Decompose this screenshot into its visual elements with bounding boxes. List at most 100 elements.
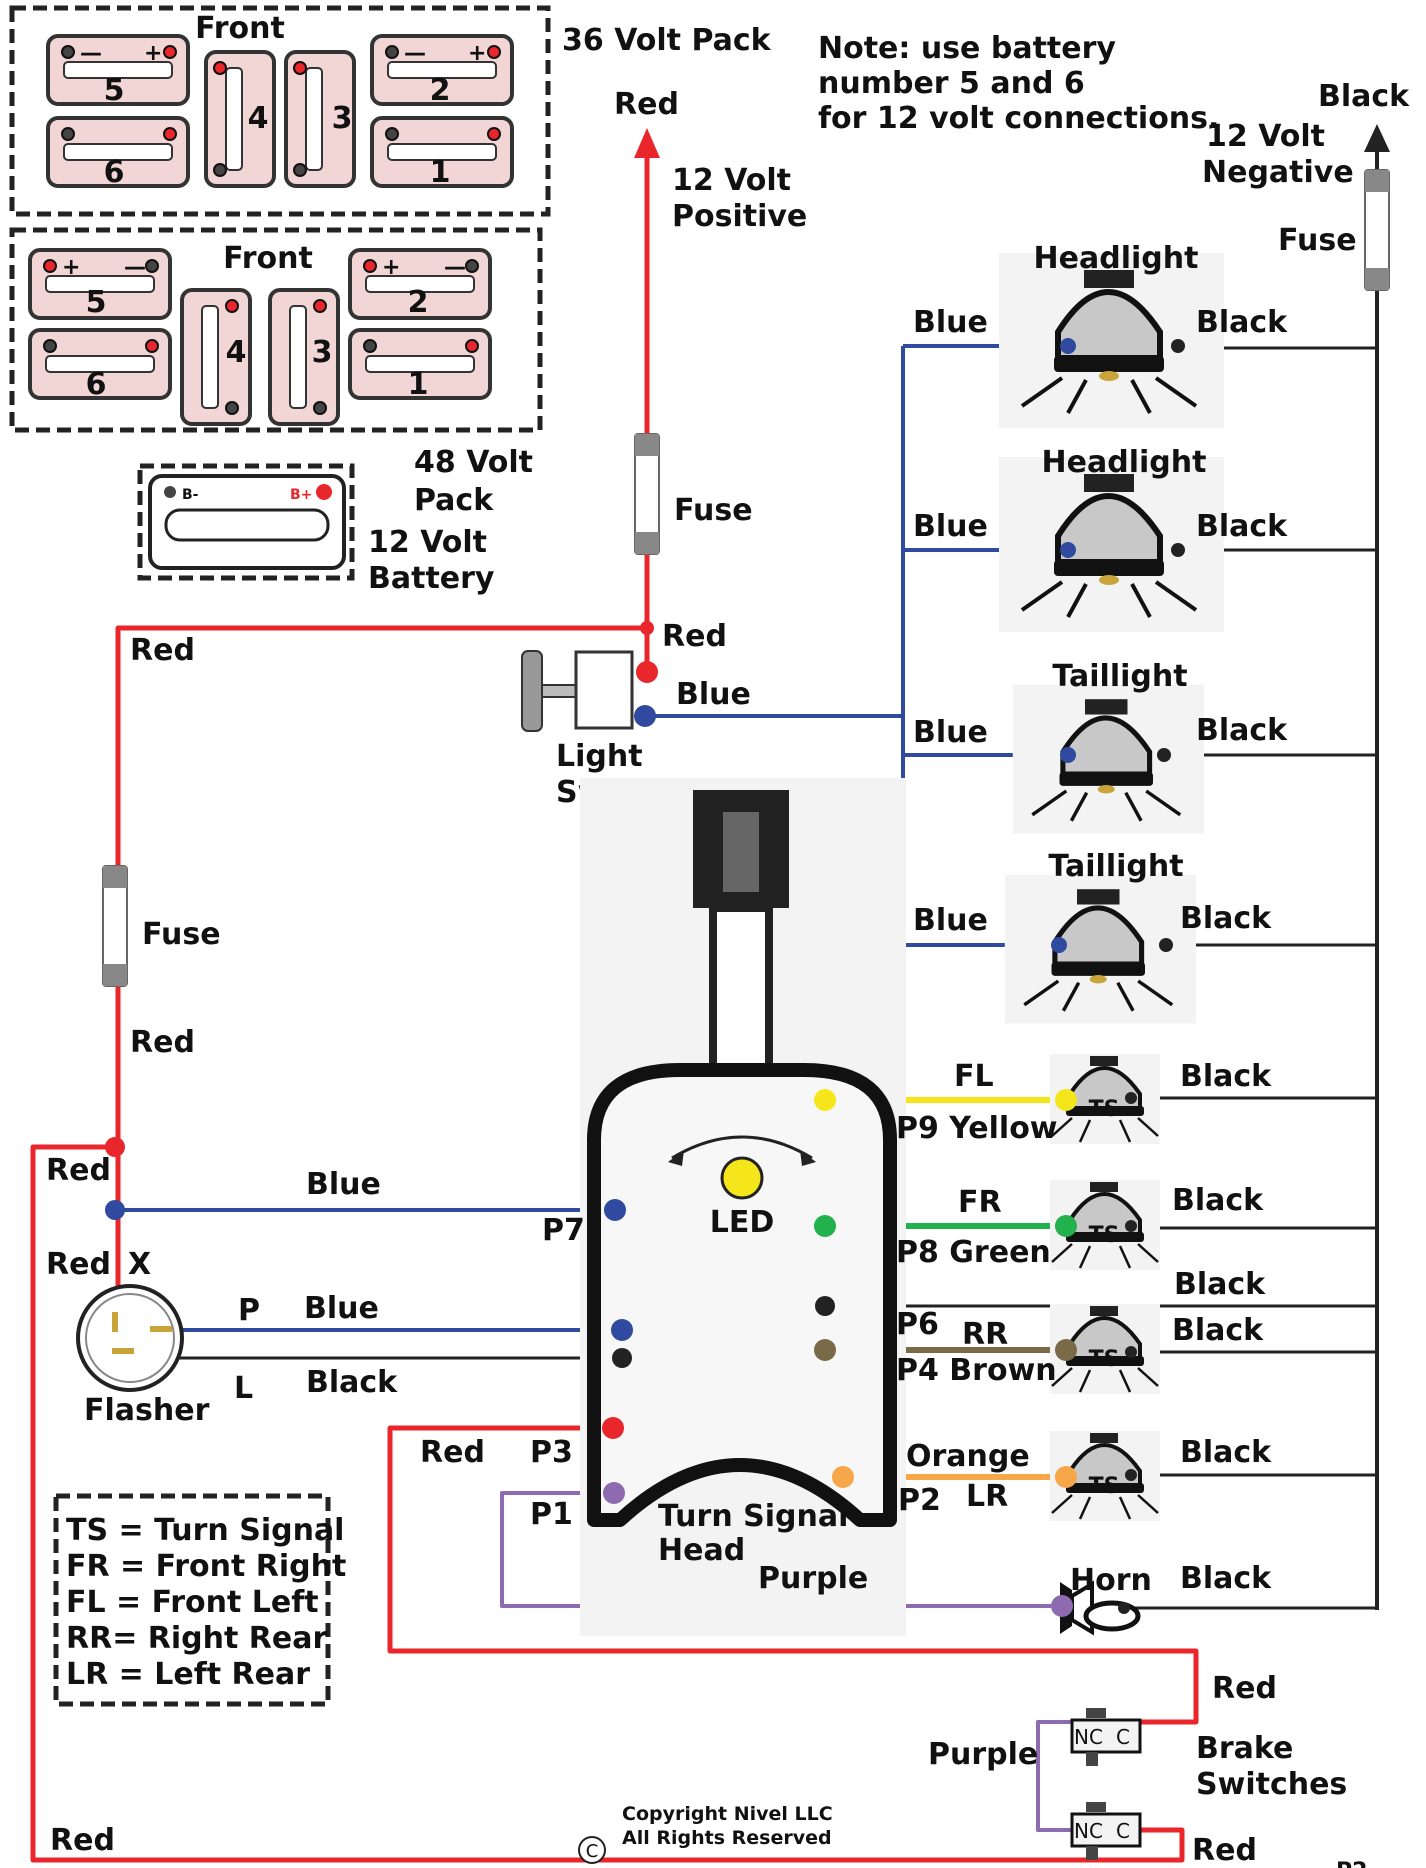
pack48-plus2: + bbox=[382, 255, 400, 280]
copyright: C Copyright Nivel LLC All Rights Reserve… bbox=[578, 1803, 833, 1864]
taillight-1-blue: Blue bbox=[913, 715, 988, 750]
led-icon bbox=[720, 1156, 764, 1200]
left-blue-junction bbox=[105, 1200, 125, 1220]
copyright-line-2: All Rights Reserved bbox=[622, 1827, 832, 1849]
positive-fuse-label: Fuse bbox=[674, 493, 753, 528]
rr-black-label: Black bbox=[1172, 1313, 1264, 1348]
fl-code-label: FL bbox=[954, 1059, 994, 1094]
pin-p4 bbox=[814, 1339, 836, 1361]
battery12-neg-terminal bbox=[164, 486, 176, 498]
pack36-bat-1: 1 bbox=[430, 155, 451, 190]
negative-fuse-icon bbox=[1364, 169, 1390, 291]
battery12-pos-terminal bbox=[316, 484, 332, 500]
copyright-symbol: C bbox=[586, 1841, 599, 1862]
tsh-p7-wire-label: Blue bbox=[306, 1167, 381, 1202]
fl-black-label: Black bbox=[1180, 1059, 1272, 1094]
flasher-title: Flasher bbox=[84, 1393, 210, 1428]
rr-ts-label: TS bbox=[1089, 1347, 1120, 1372]
terminals-36 bbox=[61, 45, 501, 177]
battery12-neg: B- bbox=[182, 487, 199, 503]
light-switch-title-1: Light bbox=[556, 739, 643, 774]
battery12-title-2: Battery bbox=[368, 561, 495, 596]
lr-black-label: Black bbox=[1180, 1435, 1272, 1470]
brake-red-bottom-label: Red bbox=[1192, 1833, 1257, 1868]
brake-title-2: Switches bbox=[1196, 1767, 1347, 1802]
legend-rr: RR= Right Rear bbox=[66, 1621, 327, 1656]
left-fuse-label: Fuse bbox=[142, 917, 221, 952]
note-line-1: Note: use battery bbox=[818, 31, 1116, 66]
pack48-front-label: Front bbox=[223, 241, 313, 276]
fr-pin-wire-label: P8 Green bbox=[896, 1235, 1051, 1270]
fl-ts-label: TS bbox=[1089, 1097, 1120, 1122]
left-red-top-label: Red bbox=[130, 633, 195, 668]
copyright-icon bbox=[578, 1836, 606, 1864]
turn-signal-lr: TS Orange P2 LR Black bbox=[898, 1429, 1272, 1523]
pin-p6 bbox=[815, 1296, 835, 1316]
red-outer-loop-wire bbox=[30, 1144, 1185, 1863]
rr-code-label: RR bbox=[962, 1317, 1008, 1352]
legend-lr: LR = Left Rear bbox=[66, 1657, 310, 1692]
horn-black-terminal bbox=[1118, 1602, 1130, 1614]
rr-pin-wire-label: P4 Brown bbox=[896, 1353, 1057, 1388]
left-red-junction-label: Red bbox=[46, 1153, 111, 1188]
rr-p6-label: P6 bbox=[896, 1307, 939, 1342]
legend-fr: FR = Front Right bbox=[66, 1549, 346, 1584]
light-switch-blue-terminal bbox=[634, 705, 656, 727]
headlight-2-blue: Blue bbox=[913, 509, 988, 544]
brake-purple-label: Purple bbox=[928, 1737, 1038, 1772]
taillight-2-black: Black bbox=[1180, 901, 1272, 936]
positive-label-2: Positive bbox=[672, 199, 807, 234]
red-left-feed-wire bbox=[115, 625, 647, 1215]
lr-ts-label: TS bbox=[1089, 1474, 1120, 1499]
pack36-bat-5: 5 bbox=[104, 73, 125, 108]
tsh-title-1: Turn Signal bbox=[658, 1499, 848, 1534]
pack48-minus: — bbox=[124, 255, 146, 280]
flasher: Flasher P L Blue Black bbox=[76, 1284, 398, 1428]
pack48-bat-2: 2 bbox=[408, 285, 429, 320]
pack36-plus2: + bbox=[468, 41, 486, 66]
headlight-1-blue: Blue bbox=[913, 305, 988, 340]
battery12-pos: B+ bbox=[290, 487, 312, 503]
horn: Horn Black bbox=[1051, 1561, 1272, 1636]
horn-title: Horn bbox=[1070, 1563, 1152, 1598]
tsh-p3-wire-label: Red bbox=[420, 1435, 485, 1470]
note-line-2: number 5 and 6 bbox=[818, 66, 1085, 101]
brake-title-1: Brake bbox=[1196, 1731, 1293, 1766]
page-mark: P2 bbox=[1336, 1859, 1367, 1868]
pin-p7 bbox=[604, 1199, 626, 1221]
taillight-1: Taillight Blue Black bbox=[913, 659, 1288, 834]
positive-wire-label: Red bbox=[614, 87, 679, 122]
headlight-2: Headlight Blue Black bbox=[913, 445, 1288, 632]
pack36-bat-2: 2 bbox=[430, 73, 451, 108]
fl-pin-wire-label: P9 Yellow bbox=[896, 1111, 1058, 1146]
pack36-front-label: Front bbox=[195, 11, 285, 46]
taillight-2-title: Taillight bbox=[1048, 849, 1183, 884]
pack48-bat-6: 6 bbox=[86, 367, 107, 402]
pin-p9 bbox=[814, 1089, 836, 1111]
turn-signal-fl: TS FL P9 Yellow Black bbox=[896, 1052, 1272, 1146]
positive-junction bbox=[640, 621, 654, 635]
left-red-junction bbox=[105, 1137, 125, 1157]
taillight-1-title: Taillight bbox=[1052, 659, 1187, 694]
pack36-title: 36 Volt Pack bbox=[562, 23, 772, 58]
negative-arrow-icon bbox=[1364, 124, 1390, 152]
taillight-2-blue: Blue bbox=[913, 903, 988, 938]
pack36-bat-6: 6 bbox=[104, 155, 125, 190]
pack48-bat-5: 5 bbox=[86, 285, 107, 320]
pin-p2 bbox=[832, 1466, 854, 1488]
purple-brake-wire bbox=[1036, 1720, 1072, 1832]
pack48-plus: + bbox=[62, 255, 80, 280]
tsh-p7-label: P7 bbox=[542, 1213, 585, 1248]
pack-36v: Front 5 6 4 3 2 1 — + — + 36 Volt Pack bbox=[9, 5, 772, 217]
turn-signal-fr: TS FR P8 Green Black bbox=[896, 1178, 1264, 1272]
taillight-2: Taillight Blue Black bbox=[913, 849, 1272, 1024]
pack48-bat-4: 4 bbox=[226, 335, 247, 370]
pack36-plus: + bbox=[144, 41, 162, 66]
positive-fuse-icon bbox=[634, 433, 660, 555]
note-line-3: for 12 volt connections. bbox=[818, 101, 1219, 136]
pack36-minus2: — bbox=[404, 41, 426, 66]
brake-2-c: C bbox=[1116, 1819, 1130, 1843]
left-red-x-label: Red bbox=[46, 1247, 111, 1282]
lr-pin-label: P2 bbox=[898, 1483, 941, 1518]
